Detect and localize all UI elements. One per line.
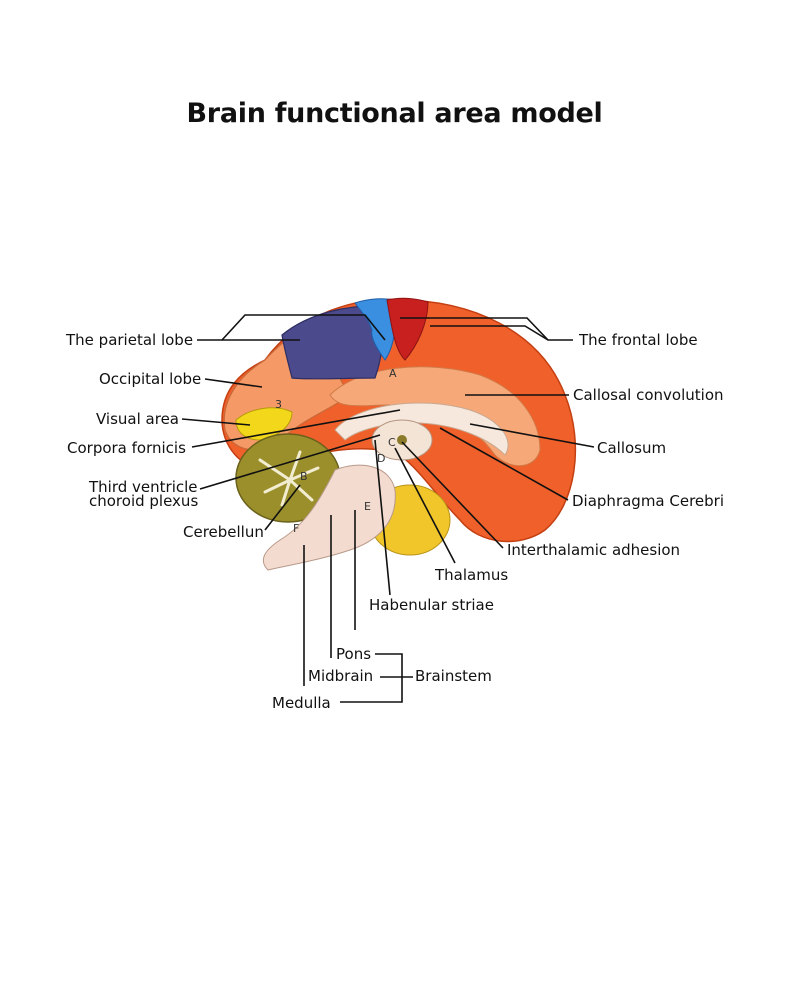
leader-habenular xyxy=(374,439,391,596)
label-midbrain: Midbrain xyxy=(308,667,373,685)
label-habenular-striae: Habenular striae xyxy=(369,596,494,614)
leader-parietal xyxy=(197,314,386,341)
label-pons: Pons xyxy=(336,645,371,663)
parietal-lobe-region xyxy=(281,305,384,380)
leader-brainstem-bracket xyxy=(340,653,403,703)
leader-frontal xyxy=(400,317,573,341)
leader-thalamus xyxy=(394,447,456,564)
leader-interthalamic xyxy=(401,441,504,549)
motor-area-blue xyxy=(354,298,396,361)
model-mark-c: C xyxy=(388,436,396,449)
label-thalamus: Thalamus xyxy=(434,566,508,584)
label-callosal-convolution: Callosal convolution xyxy=(573,386,724,404)
label-visual-area: Visual area xyxy=(96,410,179,428)
model-mark-e: E xyxy=(364,500,371,513)
leader-visual-area xyxy=(181,418,251,426)
leader-diaphragma xyxy=(439,427,569,501)
diagram-title: Brain functional area model xyxy=(186,98,603,129)
label-parietal-lobe: The parietal lobe xyxy=(65,331,193,349)
label-third-ventricle: Third ventricle xyxy=(88,478,198,496)
leader-corpora-fornicis xyxy=(191,409,401,448)
label-corpora-fornicis: Corpora fornicis xyxy=(67,439,186,457)
model-mark-d: D xyxy=(377,452,385,465)
brainstem-region xyxy=(262,464,396,571)
label-frontal-lobe: The frontal lobe xyxy=(578,331,698,349)
leader-occipital xyxy=(204,378,263,388)
label-interthalamic-adhesion: Interthalamic adhesion xyxy=(507,541,680,559)
label-choroid-plexus: choroid plexus xyxy=(89,492,198,510)
arbor-vitae xyxy=(258,450,320,507)
leader-frontal-arm xyxy=(430,325,549,341)
label-occipital-lobe: Occipital lobe xyxy=(99,370,201,388)
motor-area-red xyxy=(386,297,429,361)
labels: The parietal lobe The frontal lobe Occip… xyxy=(65,331,724,712)
leader-lines xyxy=(181,314,595,703)
label-callosum: Callosum xyxy=(597,439,666,457)
interthalamic-adhesion-dot xyxy=(397,435,407,445)
model-mark-three: 3 xyxy=(275,398,282,411)
label-diaphragma-cerebri: Diaphragma Cerebri xyxy=(572,492,724,510)
model-mark-b: B xyxy=(300,470,308,483)
brain-model-illustration: A 3 B C D E F xyxy=(221,297,577,571)
label-cerebellun: Cerebellun xyxy=(183,523,264,541)
label-medulla: Medulla xyxy=(272,694,331,712)
leader-callosum xyxy=(469,423,595,448)
leader-third-ventricle xyxy=(199,434,381,490)
leader-cerebellun xyxy=(264,484,301,531)
label-brainstem: Brainstem xyxy=(415,667,492,685)
model-mark-a: A xyxy=(389,367,397,380)
model-mark-f: F xyxy=(293,522,299,535)
